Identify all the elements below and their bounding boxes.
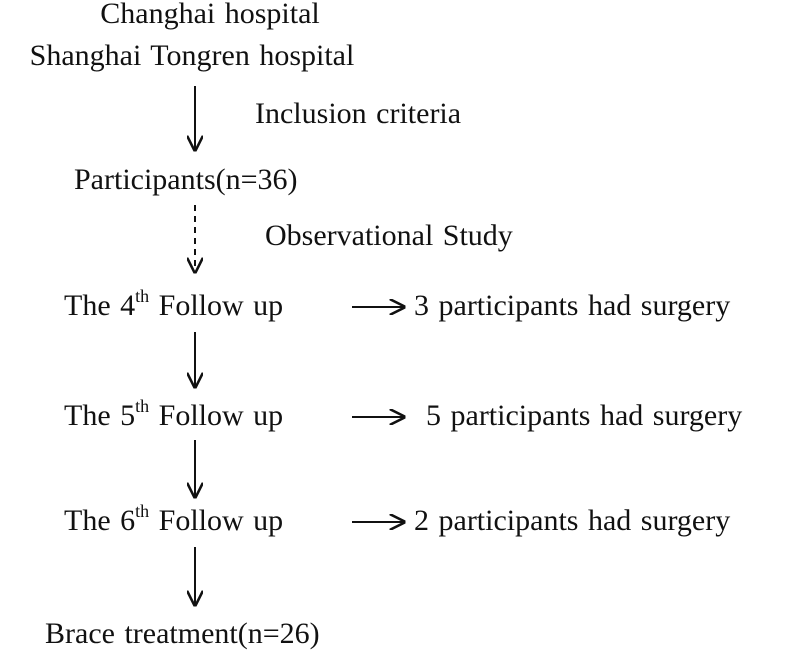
followup-ordinal: th bbox=[135, 286, 150, 306]
followup-ordinal: th bbox=[135, 396, 150, 416]
followup-suffix: Follow up bbox=[149, 289, 284, 322]
followup-suffix: Follow up bbox=[149, 504, 284, 537]
step-inclusion-criteria: Inclusion criteria bbox=[255, 97, 462, 130]
followup-prefix: The 4 bbox=[64, 289, 136, 322]
final-node-brace-treatment: Brace treatment(n=26) bbox=[45, 617, 320, 650]
followup-node-5: The 5th Follow up bbox=[64, 396, 284, 434]
outcome-node-6: 2 participants had surgery bbox=[414, 504, 731, 537]
source-hospital-1: Changhai hospital bbox=[100, 0, 320, 30]
participants-node: Participants(n=36) bbox=[74, 163, 298, 196]
step-observational-study: Observational Study bbox=[265, 219, 513, 252]
followup-node-6: The 6th Follow up bbox=[64, 501, 284, 539]
followup-suffix: Follow up bbox=[149, 399, 284, 432]
followup-prefix: The 5 bbox=[64, 399, 136, 432]
source-hospital-2: Shanghai Tongren hospital bbox=[29, 39, 355, 72]
followup-prefix: The 6 bbox=[64, 504, 136, 537]
followup-ordinal: th bbox=[135, 501, 150, 521]
outcome-node-5: 5 participants had surgery bbox=[426, 399, 743, 432]
followup-node-4: The 4th Follow up bbox=[64, 286, 284, 324]
outcome-node-4: 3 participants had surgery bbox=[414, 289, 731, 322]
